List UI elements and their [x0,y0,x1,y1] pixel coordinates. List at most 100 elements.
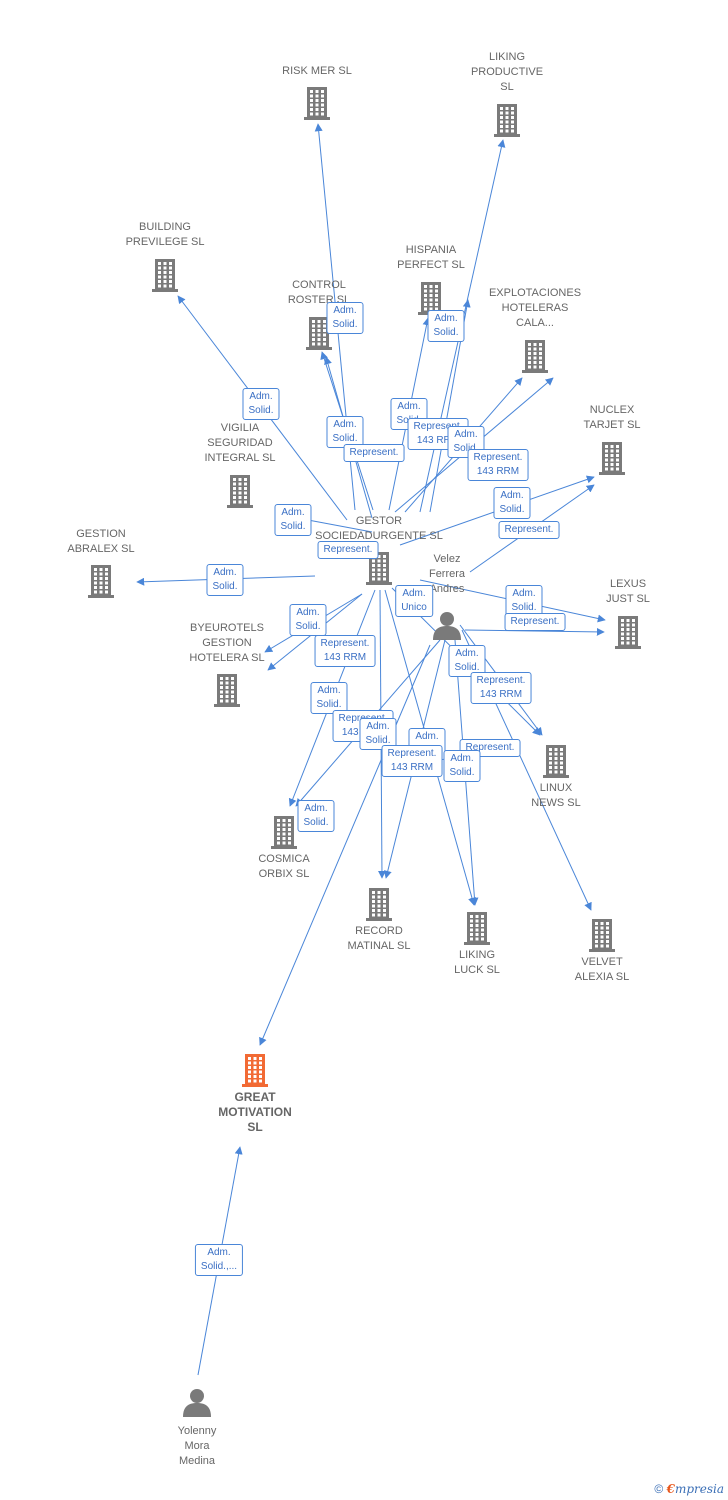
edge-label[interactable]: Adm.Solid. [297,800,335,832]
company-node[interactable] [587,918,617,957]
edge-label[interactable]: Represent. [498,521,560,539]
node-label-line: MOTIVATION [218,1105,292,1119]
edge-label[interactable]: Adm.Solid. [443,750,481,782]
edge-label[interactable]: Adm.Solid. [310,682,348,714]
edge-label[interactable]: Adm.Solid. [242,388,280,420]
building-icon [543,745,569,778]
node-label-line: GESTION [202,637,252,649]
edge-label[interactable]: Represent.143 RRM [314,635,376,667]
node-label-line: TARJET SL [583,419,641,431]
edge-label-line: Solid. [332,433,358,444]
edge-label[interactable]: Represent.143 RRM [467,449,529,481]
edge-label[interactable]: Adm.Solid. [505,585,543,617]
edge-label-line: 143 RRM [479,689,523,700]
node-label-line: Yolenny [177,1425,217,1437]
company-node[interactable] [597,441,627,480]
company-node[interactable] [212,673,242,712]
edge-label-line: Solid. [295,621,321,632]
company-node[interactable] [492,103,522,142]
node-label-line: SEGURIDAD [207,437,273,449]
edge-label[interactable]: Represent. [504,613,566,631]
company-node[interactable] [364,551,394,590]
node-label[interactable]: RISK MER SL [282,64,352,79]
edge-label[interactable]: Adm.Solid. [326,416,364,448]
building-icon [214,674,240,707]
node-label-line: GREAT [234,1090,276,1104]
edge-label-line: Solid. [454,662,480,673]
edge-label-line: Represent. [387,748,437,759]
edge-label-line: Adm. [249,391,273,402]
edge-label-line: Adm. [512,588,536,599]
edge-label-line: Adm. [213,567,237,578]
node-label-line: CONTROL [292,279,346,291]
edge-label[interactable]: Adm.Solid. [427,310,465,342]
edge-label[interactable]: Adm.Solid. [326,302,364,334]
edge-label-line: Adm. [434,313,458,324]
building-icon [615,616,641,649]
company-node[interactable] [225,474,255,513]
company-node[interactable] [462,911,492,950]
company-node[interactable] [302,86,332,125]
person-node[interactable] [182,1387,212,1422]
node-label-line: CALA... [516,317,554,329]
company-node[interactable] [541,744,571,783]
company-node[interactable] [520,339,550,378]
node-label[interactable]: NUCLEX TARJET SL [583,403,640,433]
company-node[interactable] [86,564,116,603]
edge-label[interactable]: Adm.Solid. [289,604,327,636]
edge-label-line: Represent. [510,616,560,627]
edge-label-line: 143 RRM [323,652,367,663]
company-node[interactable] [240,1053,270,1092]
company-node[interactable] [613,615,643,654]
edge-label[interactable]: Adm. Solid. [448,645,486,677]
company-node[interactable] [269,815,299,854]
edge-label-line: Represent. [323,544,373,555]
person-icon [433,612,461,640]
edge-label[interactable]: Represent. [317,541,379,559]
edge-label[interactable]: Adm.Unico [395,585,433,617]
node-label-line: JUST SL [606,593,650,605]
edge-label[interactable]: Adm.Solid. [359,718,397,750]
edge-label[interactable]: Adm.Solid. [274,504,312,536]
edge-label[interactable]: Adm.Solid. [206,564,244,596]
person-node[interactable] [432,610,462,645]
node-label-line: Mora [184,1440,210,1452]
edge-label-line: Adm. [455,648,479,659]
edge-label-line: Represent. [473,452,523,463]
edge-label-line: Represent. [413,421,463,432]
building-icon [152,259,178,292]
company-node[interactable] [304,316,334,355]
building-icon [88,565,114,598]
building-icon [271,816,297,849]
company-node[interactable] [364,887,394,926]
building-icon [304,87,330,120]
edge-label[interactable]: Adm.Solid.,... [194,1244,244,1276]
company-node[interactable] [150,258,180,297]
edge-label[interactable]: Represent. [343,444,405,462]
node-label-line: LUCK SL [454,964,500,976]
node-label-line: NUCLEX [589,404,635,416]
edge-label[interactable]: Represent.143 RRM [381,745,443,777]
edge-label[interactable]: Represent.143 RRM [470,672,532,704]
edge-label-line: Adm. [415,731,439,742]
node-label-line: VELVET [581,956,623,968]
edge-label[interactable]: Adm.Solid. [493,487,531,519]
